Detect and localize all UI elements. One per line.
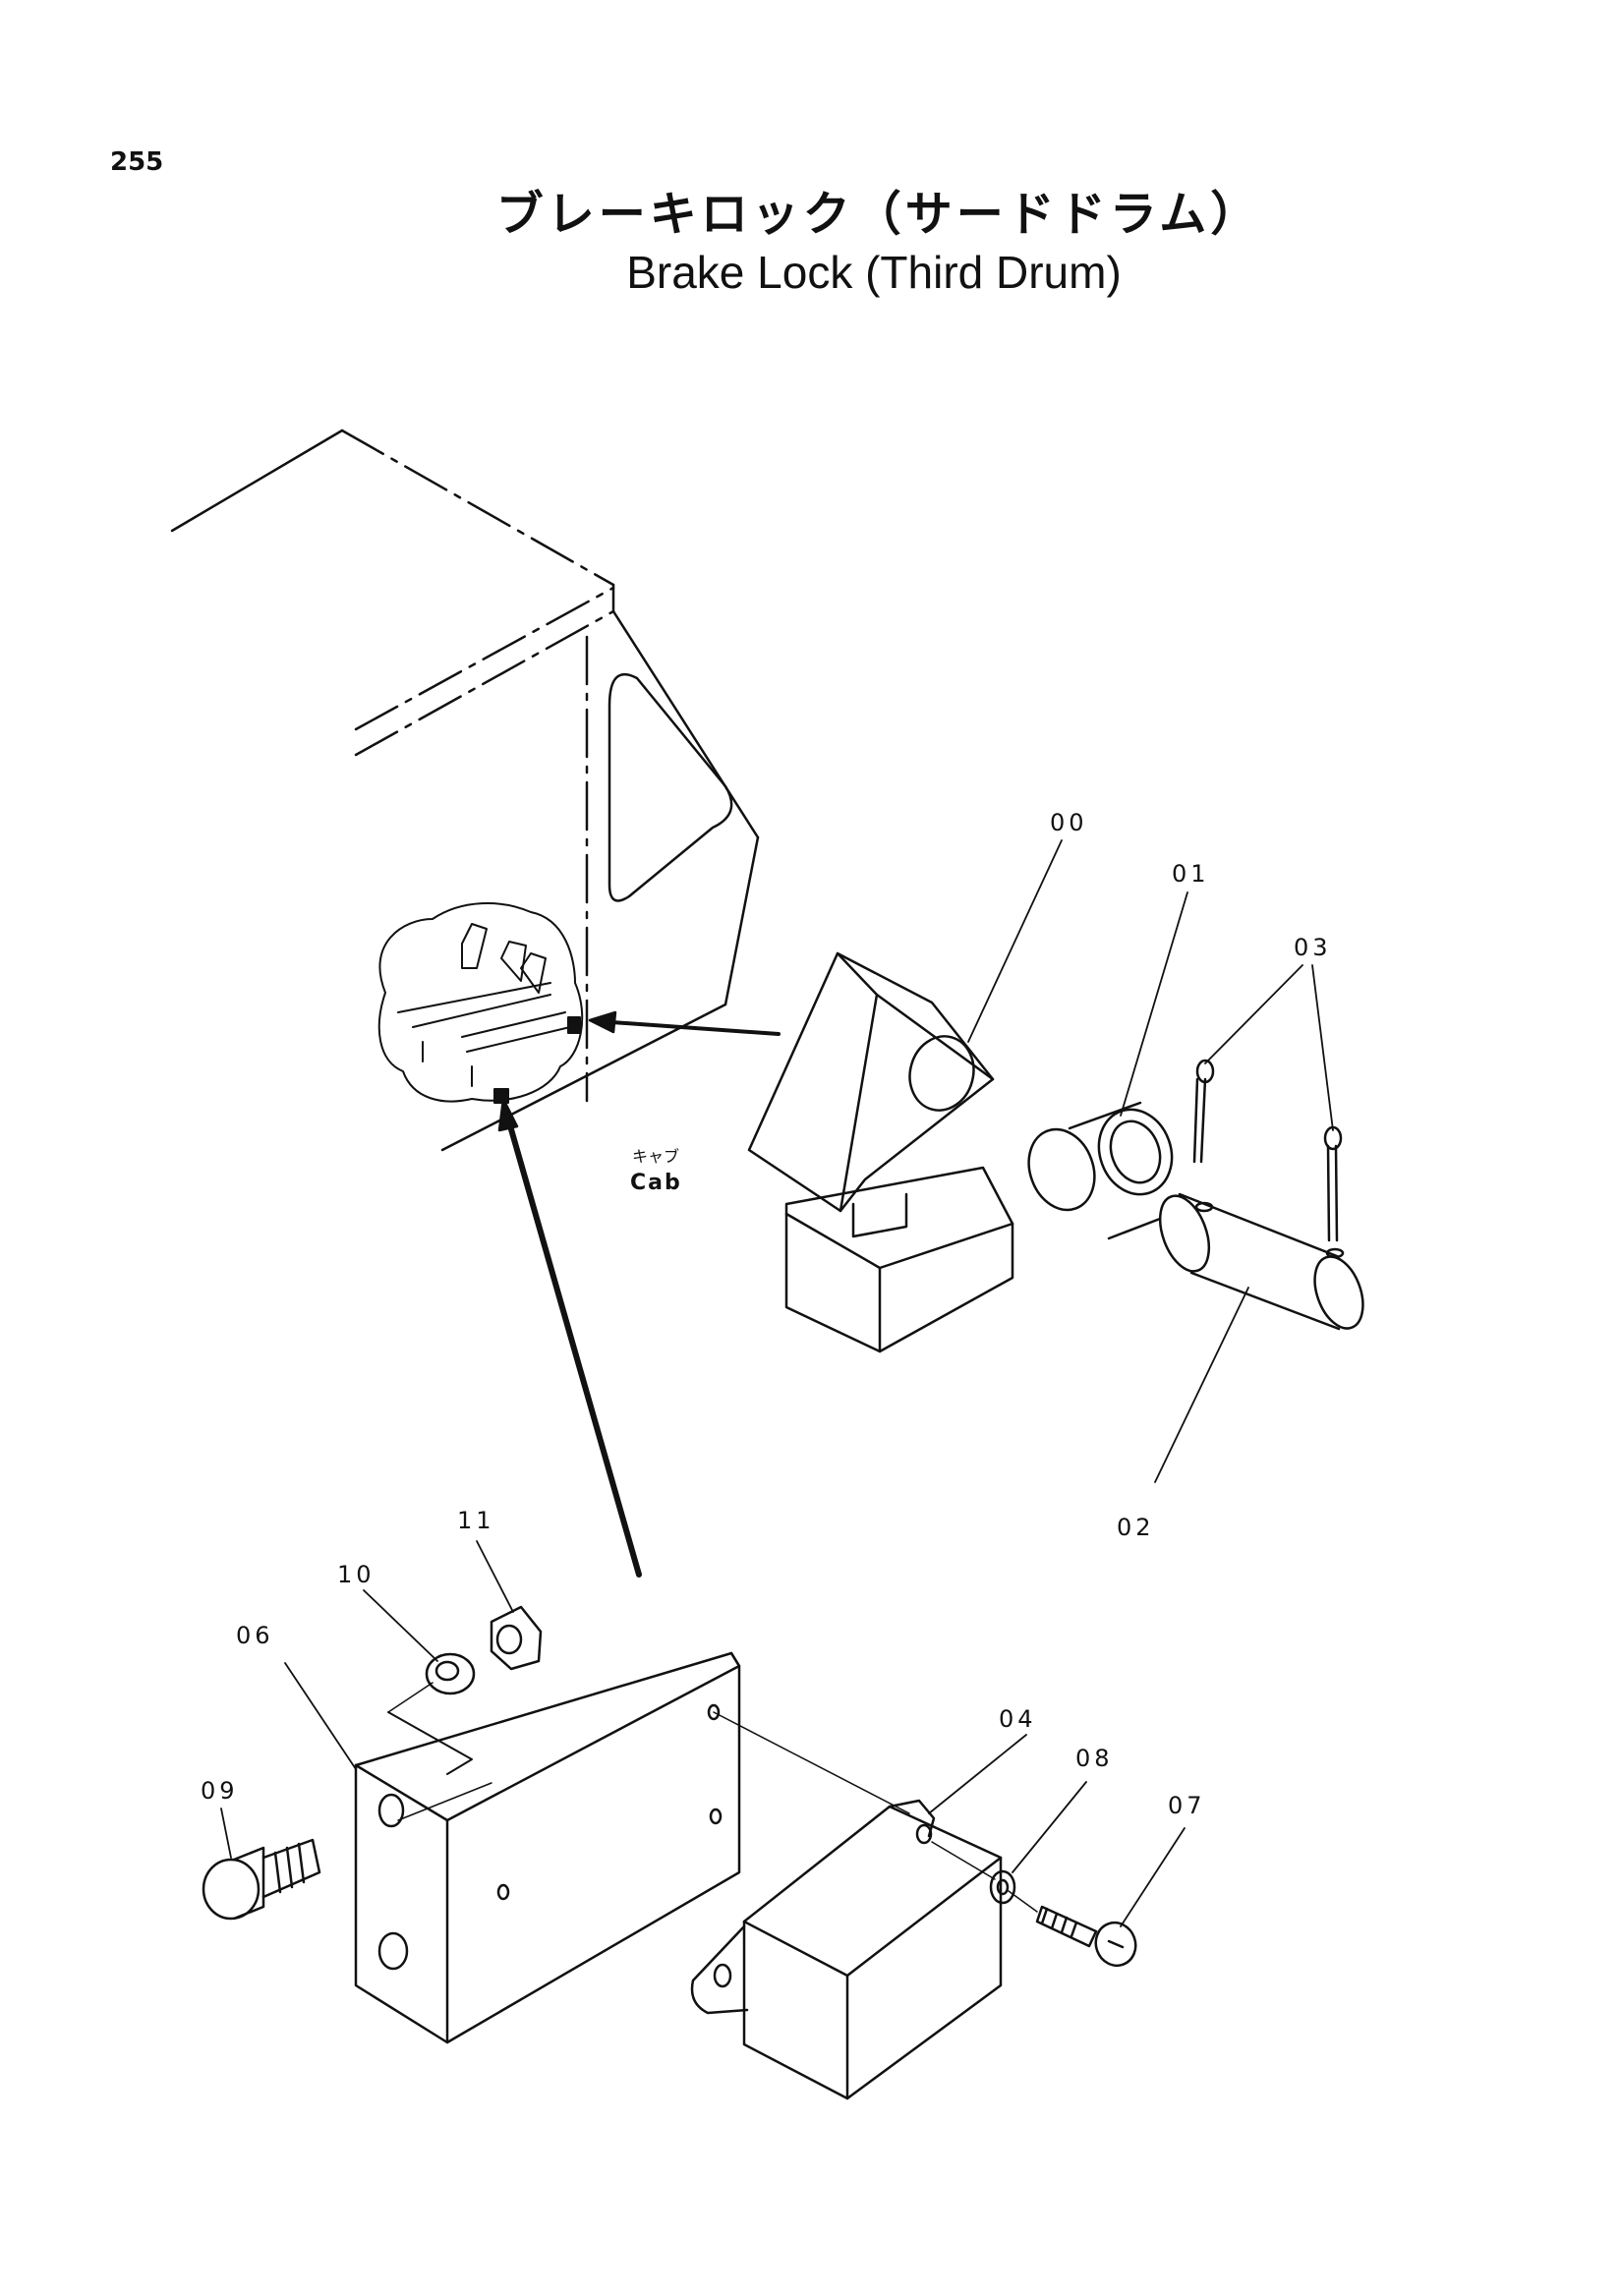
label-part-06: 06 <box>236 1622 274 1649</box>
lever-detail-inset <box>377 901 584 1104</box>
label-part-01: 01 <box>1172 860 1210 888</box>
label-part-07: 07 <box>1168 1792 1206 1819</box>
label-part-04: 04 <box>999 1705 1037 1733</box>
cab-label-english: Cab <box>630 1171 682 1195</box>
arrow-from-bracket <box>497 1097 642 1578</box>
label-part-10: 10 <box>337 1561 376 1588</box>
title-block: ブレーキロック（サードドラム） Brake Lock (Third Drum) <box>0 175 1620 299</box>
label-part-09: 09 <box>201 1777 239 1805</box>
part-11-nut <box>490 1605 543 1671</box>
assembly-lines <box>387 1682 1038 1913</box>
title-english: Brake Lock (Third Drum) <box>626 247 1122 298</box>
part-04-lock-housing <box>690 1799 1003 2100</box>
part-09-bolt <box>202 1838 321 1921</box>
part-03-cotter-pins <box>1192 1059 1343 1242</box>
label-part-00: 00 <box>1050 809 1088 836</box>
part-labels: 00 01 02 03 04 06 07 08 09 10 11 <box>201 809 1332 1819</box>
label-part-11: 11 <box>457 1507 495 1534</box>
title-japanese: ブレーキロック（サードドラム） <box>495 187 1262 242</box>
part-10-washer <box>425 1652 476 1695</box>
label-part-02: 02 <box>1117 1514 1155 1541</box>
label-part-08: 08 <box>1075 1745 1114 1772</box>
part-07-screw <box>1035 1905 1137 1968</box>
cab-label-japanese: キャブ <box>632 1147 679 1166</box>
label-part-03: 03 <box>1294 934 1332 961</box>
part-02-pin <box>1158 1192 1364 1331</box>
page-number: 255 <box>110 147 164 177</box>
part-01-bushing <box>1027 1101 1174 1240</box>
cab-outline <box>170 429 760 1152</box>
part-00-lever-block <box>747 951 1014 1353</box>
arrow-to-cab <box>588 1010 781 1036</box>
cab-label: キャブ Cab <box>630 1147 682 1195</box>
part-06-bracket <box>354 1651 741 2044</box>
part-08-washer <box>989 1869 1016 1905</box>
leader-lines <box>220 839 1334 1927</box>
